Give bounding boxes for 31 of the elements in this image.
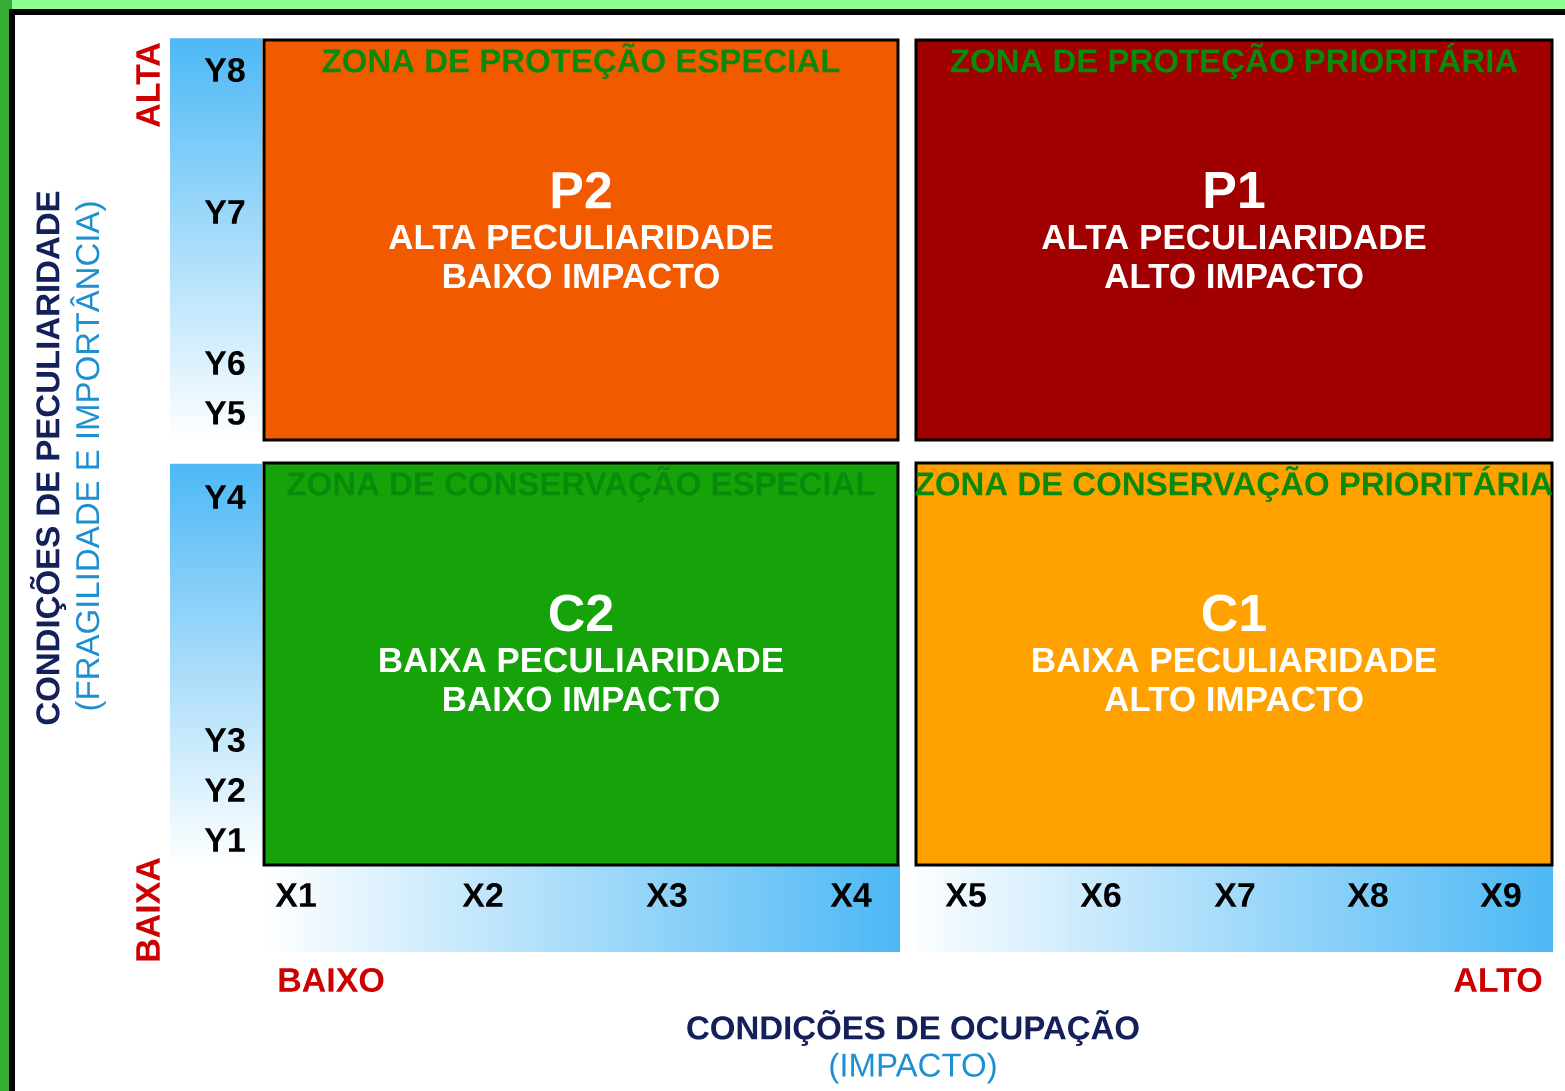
zone-code: C1 (1202, 594, 1266, 632)
axis-end-label: ALTO (1454, 967, 1542, 993)
tick-label: Y5 (204, 401, 245, 425)
zone-description: BAIXA PECULIARIDADE (380, 647, 783, 673)
zone-description: ALTO IMPACTO (1104, 686, 1363, 712)
axis-subtitle: (FRAGILIDADE E IMPORTÂNCIA) (70, 202, 106, 710)
zone-box (914, 38, 1554, 442)
axis-subtitle: (IMPACTO) (830, 1052, 996, 1084)
tick-label: X5 (945, 883, 986, 907)
zone-description: ALTA PECULIARIDADE (1042, 224, 1426, 250)
zone-heading: ZONA DE PROTEÇÃO PRIORITÁRIA (950, 42, 1518, 80)
zone-box (262, 38, 900, 442)
zone-heading: ZONA DE PROTEÇÃO ESPECIAL (322, 42, 840, 80)
zone-description: BAIXO IMPACTO (444, 686, 719, 712)
tick-label: X4 (830, 883, 872, 907)
zone-description: BAIXA PECULIARIDADE (1033, 647, 1436, 673)
axis-end-label: ALTA (136, 43, 160, 127)
tick-label: Y4 (204, 485, 246, 509)
axis-end-label: BAIXO (279, 967, 384, 993)
zone-code: P1 (1205, 172, 1265, 208)
zone-code: C2 (549, 594, 613, 632)
zone-box (262, 461, 900, 867)
axis-title: CONDIÇÕES DE PECULIARIDADE (29, 191, 67, 725)
zone-box (914, 461, 1554, 867)
zone-description: ALTO IMPACTO (1104, 263, 1363, 289)
axis-end-label: BAIXA (136, 858, 160, 961)
tick-label: Y6 (204, 350, 245, 376)
zone-description: ALTA PECULIARIDADE (389, 224, 773, 250)
zone-description: BAIXO IMPACTO (444, 263, 719, 289)
zone-code: P2 (552, 171, 611, 209)
axis-title: CONDIÇÕES DE OCUPAÇÃO (687, 1009, 1139, 1047)
